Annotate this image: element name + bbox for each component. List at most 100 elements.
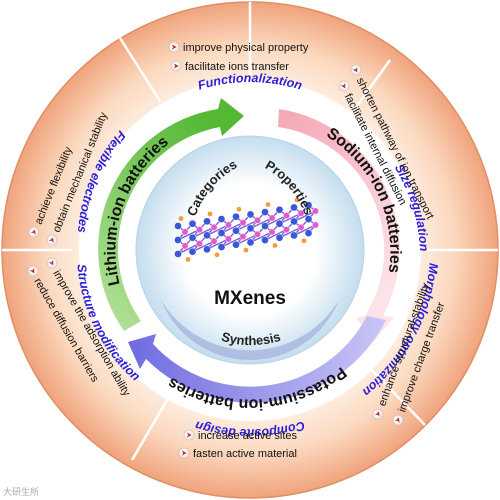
lithium-arrow (98, 98, 245, 331)
center-title: MXenes (214, 288, 286, 309)
lattice-atom (304, 201, 313, 209)
lattice-atom (188, 219, 197, 228)
lattice-atom (254, 230, 261, 238)
lattice-bond (221, 221, 244, 234)
lattice-atom (312, 221, 319, 229)
terminal-atom (265, 202, 271, 208)
lattice-bond (192, 226, 215, 239)
lattice-bond (177, 228, 200, 241)
lattice-atom (297, 209, 305, 217)
terminal-atom (185, 257, 191, 262)
lattice-atom (261, 222, 269, 230)
lattice-bond (206, 238, 229, 250)
bullet-icon (28, 226, 40, 238)
bullet-icon (372, 408, 384, 420)
point-text: facilitate ions transfer (185, 61, 289, 73)
lattice-atom (174, 222, 182, 230)
lattice-atom (225, 235, 232, 243)
lattice-atom (246, 210, 255, 219)
lattice-bond (264, 215, 287, 227)
lattice-atom (217, 243, 226, 251)
lattice-atom (246, 238, 255, 247)
lattice-atom (275, 219, 284, 228)
lattice-atom (304, 229, 313, 237)
lattice-bond (235, 219, 258, 232)
lattice-bond (279, 226, 302, 239)
lattice-atom (210, 223, 218, 231)
bullet-icon (338, 80, 350, 92)
lattice-atom (304, 215, 313, 223)
lattice-bond (293, 210, 316, 223)
lattice-atom (246, 224, 255, 233)
lattice-atom (203, 231, 211, 240)
lattice-atom (268, 228, 276, 236)
lattice-atom (188, 247, 197, 256)
lattice-atom (232, 240, 240, 249)
lattice-atom (181, 242, 189, 250)
point-text: improve physical property (183, 42, 309, 54)
lattice-atom (239, 219, 247, 227)
lattice-atom (225, 221, 232, 229)
terminal-atom (214, 252, 220, 258)
lattice-bond (235, 233, 258, 246)
lattice-atom (196, 226, 203, 234)
terminal-atom (272, 243, 278, 248)
lattice-atom (239, 233, 247, 241)
bullet-icon (350, 64, 362, 76)
lattice-atom (217, 229, 226, 237)
bullet-icon (178, 447, 190, 459)
lattice-atom (203, 217, 211, 226)
lattice-atom (261, 208, 269, 216)
terminal-atom (243, 247, 249, 253)
lattice-atom (290, 231, 298, 240)
composite-points: increase active sites fasten active mate… (178, 429, 298, 460)
point-text: fasten active material (193, 448, 297, 460)
terminal-atom (178, 216, 184, 221)
lattice-atom (275, 233, 284, 242)
sodium-arrow (278, 109, 400, 340)
bullet-icon (183, 429, 195, 441)
lattice-atom (232, 212, 240, 221)
terminal-atom (236, 206, 242, 212)
lattice-bond (250, 231, 273, 244)
bullet-icon (46, 257, 58, 269)
lattice-atom (174, 250, 182, 258)
lattice-atom (275, 205, 284, 214)
lattice-atom (188, 233, 197, 242)
mxene-structure (174, 197, 319, 262)
synthesis-label: Synthesis (220, 329, 282, 348)
terminal-atom (301, 238, 307, 244)
potassium-arrow (128, 316, 386, 403)
lattice-atom (217, 215, 226, 223)
lattice-atom (268, 214, 276, 222)
bullet-icon (27, 265, 39, 277)
lattice-atom (261, 236, 269, 244)
point-text: increase active sites (198, 430, 298, 442)
bullet-icon (46, 234, 58, 246)
inner-circle (135, 135, 365, 365)
synthesis-band (161, 300, 339, 361)
lattice-atom (290, 203, 298, 212)
lattice-bond (264, 229, 287, 241)
bullet-icon (168, 41, 180, 53)
bullet-icon (392, 414, 404, 426)
lattice-atom (312, 207, 319, 215)
lattice-bond (279, 212, 302, 225)
lattice-atom (290, 217, 298, 226)
lattice-atom (297, 223, 305, 231)
lattice-atom (174, 236, 182, 244)
lattice-atom (210, 237, 218, 245)
lattice-atom (181, 228, 189, 236)
lattice-bond (206, 224, 229, 236)
ring-dividers (2, 2, 498, 461)
lattice-bond (293, 224, 316, 237)
lattice-bond (177, 242, 200, 255)
terminal-atom (294, 197, 300, 203)
lattice-bond (250, 217, 273, 230)
lattice-atom (283, 226, 290, 234)
lattice-bond (192, 240, 215, 253)
terminal-atom (207, 211, 213, 217)
lattice-atom (196, 240, 203, 248)
lattice-bond (221, 235, 244, 248)
